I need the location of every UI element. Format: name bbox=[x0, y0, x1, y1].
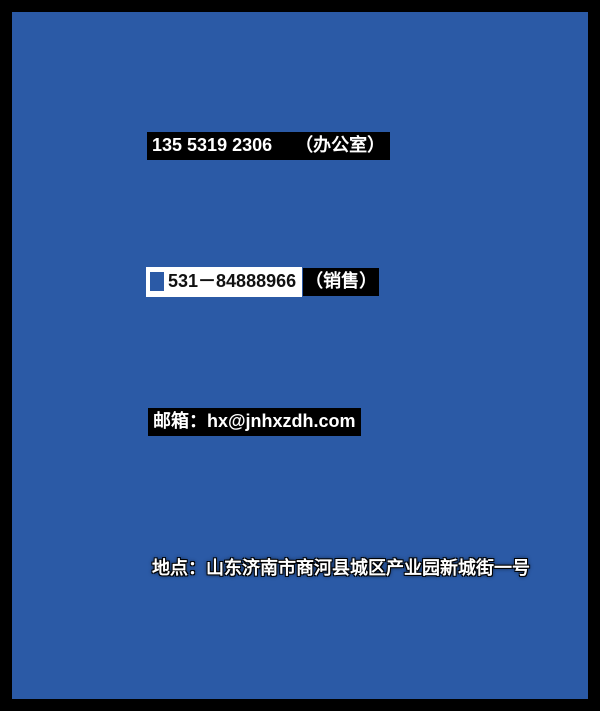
redaction-mark bbox=[150, 272, 164, 292]
email-prefix: 邮箱： bbox=[153, 411, 207, 431]
sales-phone-line: 531－84888966 （销售） bbox=[146, 267, 380, 297]
sales-phone-label: （销售） bbox=[303, 268, 380, 296]
office-phone-number: 135 5319 2306 bbox=[152, 135, 273, 155]
sales-phone-box: 531－84888966 bbox=[146, 267, 303, 297]
sales-phone-number: 531－84888966 bbox=[168, 271, 297, 291]
address-line: 地点：山东济南市商河县城区产业园新城街一号 bbox=[152, 558, 530, 578]
email-line: 邮箱：hx@jnhxzdh.com bbox=[148, 408, 361, 436]
office-phone-line: 135 5319 2306 （办公室） bbox=[147, 132, 391, 160]
email-address: hx@jnhxzdh.com bbox=[207, 411, 356, 431]
contact-canvas: 135 5319 2306 （办公室） 531－84888966 （销售） 邮箱… bbox=[12, 12, 588, 699]
office-phone-label: （办公室） bbox=[295, 135, 386, 155]
